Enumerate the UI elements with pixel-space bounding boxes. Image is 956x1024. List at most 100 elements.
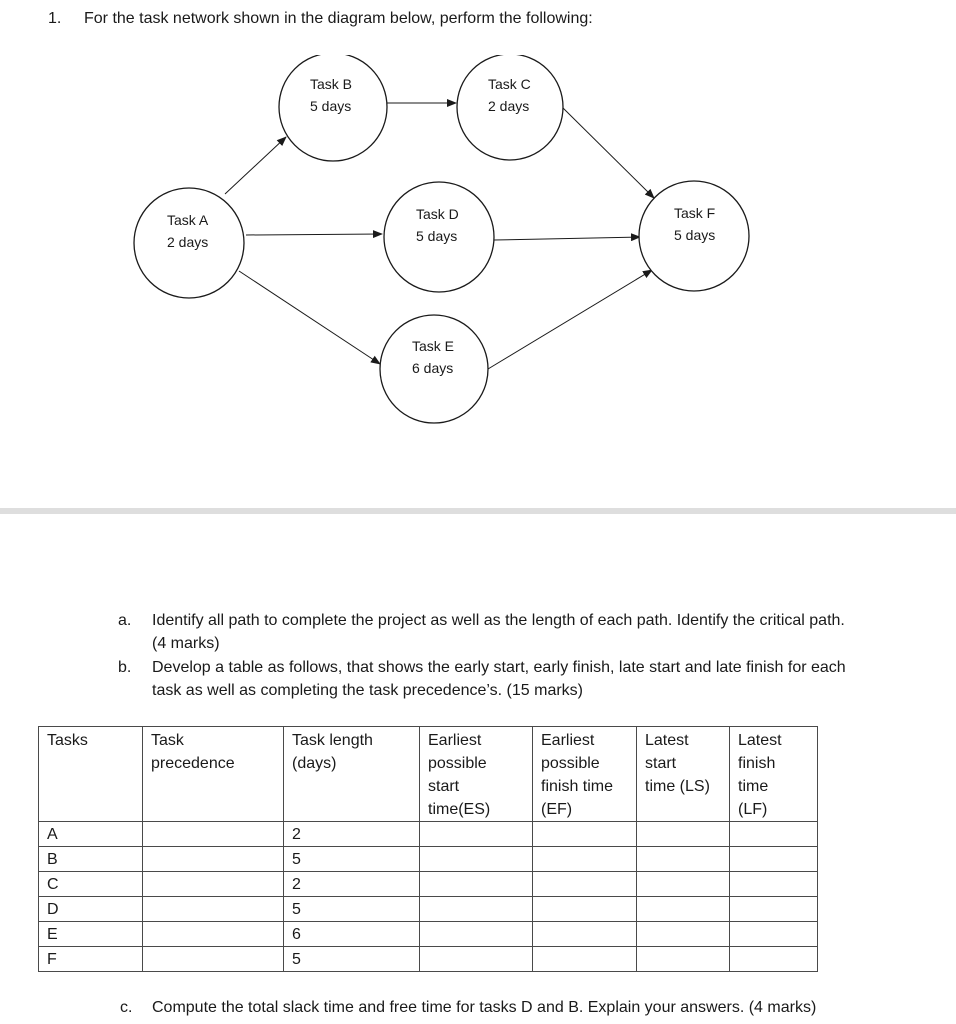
header-line: Earliest [428,732,482,749]
subquestion-b-letter: b. [118,659,132,676]
cell-lf[interactable] [729,821,818,847]
cell-task: D [38,896,143,922]
section-divider [0,508,956,514]
table-header-cell: Latest start time (LS) [636,726,730,822]
cell-ls[interactable] [636,946,730,972]
subquestion-a-line1: Identify all path to complete the projec… [152,612,845,629]
subquestion-a-letter: a. [118,612,132,629]
subquestion-c-text: Compute the total slack time and free ti… [152,999,817,1016]
header-line: start [645,755,677,772]
header-line: (days) [292,755,337,772]
cell-lf[interactable] [729,846,818,872]
cell-precedence[interactable] [142,846,284,872]
cell-length: 2 [283,821,420,847]
node-task-a: Task A 2 days [133,187,245,299]
cell-es[interactable] [419,821,533,847]
cell-lf[interactable] [729,896,818,922]
header-line: precedence [151,755,235,772]
cell-es[interactable] [419,846,533,872]
header-line: time [738,778,769,795]
node-circle [379,314,489,424]
node-duration: 5 days [674,227,715,243]
cell-length: 5 [283,846,420,872]
subquestion-a-line2: (4 marks) [152,635,220,652]
node-circle [456,55,564,161]
cell-ef[interactable] [532,846,637,872]
cell-ls[interactable] [636,821,730,847]
cell-ls[interactable] [636,846,730,872]
cell-precedence[interactable] [142,921,284,947]
header-line: possible [428,755,487,772]
subquestion-b-line2: task as well as completing the task prec… [152,682,584,699]
table-header-cell: Task length (days) [283,726,420,822]
node-circle [638,180,750,292]
cell-precedence[interactable] [142,871,284,897]
cell-lf[interactable] [729,946,818,972]
node-duration: 6 days [412,360,453,376]
cell-ef[interactable] [532,921,637,947]
header-line: Latest [738,732,782,749]
node-circle [278,55,388,162]
cell-ls[interactable] [636,896,730,922]
cell-precedence[interactable] [142,896,284,922]
cell-es[interactable] [419,871,533,897]
header-line: Earliest [541,732,595,749]
cell-ef[interactable] [532,821,637,847]
edge-task-a-to-task-d [245,230,383,239]
header-line: finish [738,755,776,772]
node-duration: 2 days [167,234,208,250]
node-task-d: Task D 5 days [383,181,495,293]
cell-precedence[interactable] [142,946,284,972]
cell-ls[interactable] [636,871,730,897]
question-number: 1. [48,10,62,27]
cell-precedence[interactable] [142,821,284,847]
cell-length: 5 [283,946,420,972]
node-name: Task F [674,205,715,221]
header-line: time (LS) [645,778,710,795]
cell-ef[interactable] [532,896,637,922]
node-task-e: Task E6 days [379,314,489,424]
header-line: start [428,778,460,795]
edge-task-c-to-task-f [561,106,655,199]
cell-lf[interactable] [729,871,818,897]
cell-es[interactable] [419,896,533,922]
cell-length: 2 [283,871,420,897]
cell-task: E [38,921,143,947]
edge-task-d-to-task-f [493,233,641,242]
table-header-cell: Tasks [38,726,143,822]
node-duration: 5 days [416,228,457,244]
question-text: For the task network shown in the diagra… [84,10,593,27]
header-line: Latest [645,732,689,749]
header-line: Tasks [47,732,88,749]
cell-es[interactable] [419,946,533,972]
edge-task-a-to-task-e [238,270,381,365]
node-duration: 5 days [310,98,351,114]
header-line: possible [541,755,600,772]
cell-ef[interactable] [532,946,637,972]
cell-es[interactable] [419,921,533,947]
cell-task: A [38,821,143,847]
header-line: Task length [292,732,373,749]
edge-task-e-to-task-f [487,269,653,370]
node-name: Task B [310,76,352,92]
cell-ls[interactable] [636,921,730,947]
edges-layer [224,99,655,370]
cell-lf[interactable] [729,921,818,947]
cell-task: B [38,846,143,872]
node-task-c: Task C2 days [456,55,564,161]
node-name: Task C [488,76,531,92]
node-circle [383,181,495,293]
cell-ef[interactable] [532,871,637,897]
node-name: Task A [167,212,209,228]
node-name: Task D [416,206,459,222]
subquestion-c-letter: c. [120,999,133,1016]
cell-task: C [38,871,143,897]
header-line: (EF) [541,801,573,818]
